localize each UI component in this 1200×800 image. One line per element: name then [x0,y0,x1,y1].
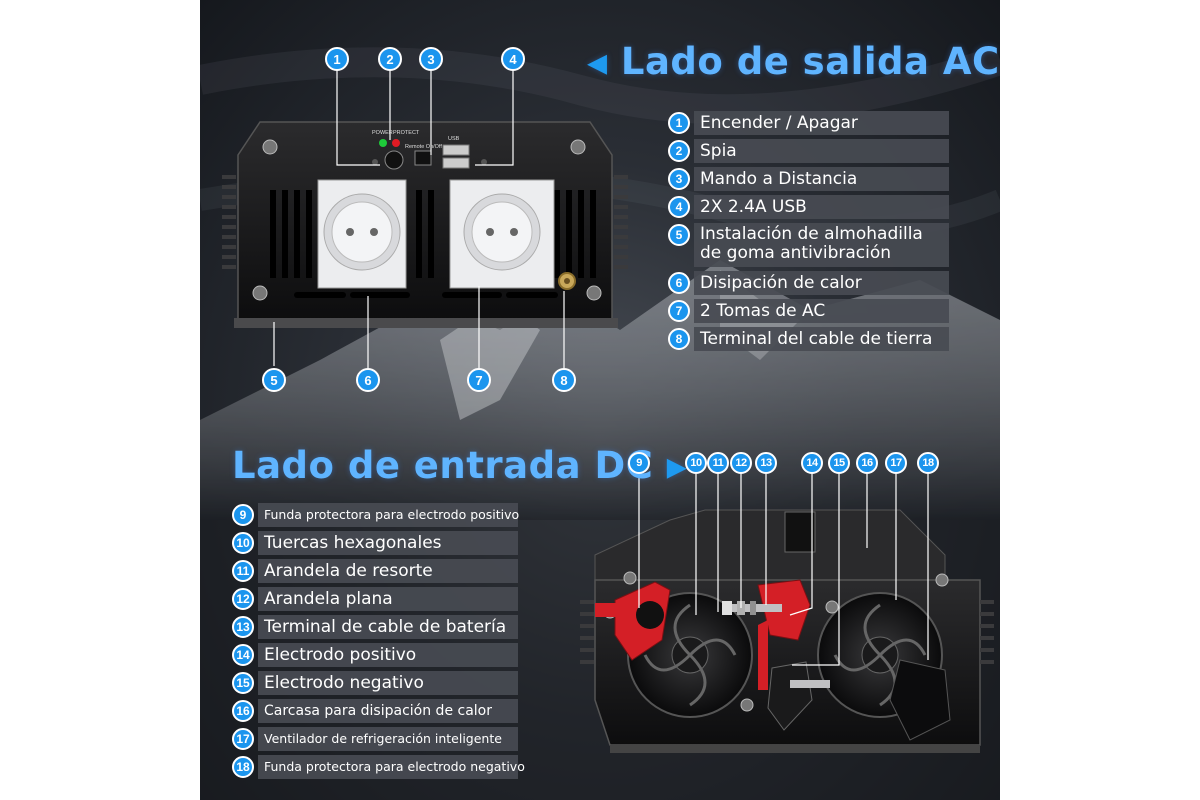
legend-label: 2 Tomas de AC [694,299,949,323]
ac-legend-item: 2 Spia [668,139,949,163]
callout-badge: 9 [628,452,650,474]
legend-label: Terminal de cable de batería [258,615,518,639]
legend-label: Arandela de resorte [258,559,518,583]
legend-number: 15 [232,672,254,694]
dc-legend-item: 11 Arandela de resorte [232,559,518,583]
callout-badge: 11 [707,452,729,474]
legend-label: Arandela plana [258,587,518,611]
dc-legend-item: 16 Carcasa para disipación de calor [232,699,518,723]
legend-number: 14 [232,644,254,666]
legend-number: 5 [668,224,690,246]
dc-legend-item: 18 Funda protectora para electrodo negat… [232,755,525,779]
legend-label: Disipación de calor [694,271,949,295]
legend-label: Electrodo negativo [258,671,518,695]
usb-port-label: USB [448,136,460,142]
legend-label: Tuercas hexagonales [258,531,518,555]
ac-legend-item: 8 Terminal del cable de tierra [668,327,949,351]
legend-number: 11 [232,560,254,582]
callout-badge: 3 [419,47,443,71]
protect-led-label: PROTECT [393,130,420,136]
callout-badge: 6 [356,368,380,392]
legend-number: 1 [668,112,690,134]
callout-badge: 18 [917,452,939,474]
dc-inverter-back [580,474,994,753]
legend-number: 10 [232,532,254,554]
legend-label: Funda protectora para electrodo positivo [258,503,519,527]
ac-legend-item: 3 Mando a Distancia [668,167,949,191]
dc-legend-item: 9 Funda protectora para electrodo positi… [232,503,519,527]
ac-legend-item: 5 Instalación de almohadilla de goma ant… [668,223,949,267]
callout-badge: 12 [730,452,752,474]
callout-badge: 8 [552,368,576,392]
callout-badge: 15 [828,452,850,474]
dc-legend-item: 14 Electrodo positivo [232,643,518,667]
legend-label: Encender / Apagar [694,111,949,135]
legend-label: Funda protectora para electrodo negativo [258,755,525,779]
callout-badge: 17 [885,452,907,474]
right-arrow-icon: ▶ [666,452,688,483]
callout-badge: 14 [801,452,823,474]
legend-number: 8 [668,328,690,350]
dc-legend-item: 12 Arandela plana [232,587,518,611]
legend-label: Carcasa para disipación de calor [258,699,518,723]
legend-number: 7 [668,300,690,322]
ac-legend-item: 1 Encender / Apagar [668,111,949,135]
device-panel-text: POWER PROTECT Remote On/Off USB [372,130,460,150]
legend-label: Instalación de almohadilla de goma antiv… [694,223,949,267]
legend-label: Ventilador de refrigeración inteligente [258,727,518,751]
ac-inverter-front [222,68,628,368]
callout-badge: 7 [467,368,491,392]
power-led-label: POWER [372,130,393,136]
legend-label: Electrodo positivo [258,643,518,667]
callout-badge: 13 [755,452,777,474]
legend-number: 9 [232,504,254,526]
legend-label: Spia [694,139,949,163]
callout-badge: 5 [262,368,286,392]
left-arrow-icon: ◀ [587,48,608,79]
callout-badge: 10 [685,452,707,474]
legend-number: 3 [668,168,690,190]
legend-number: 16 [232,700,254,722]
legend-label: 2X 2.4A USB [694,195,949,219]
product-infographic: POWER PROTECT Remote On/Off USB ◀ Lado d… [200,0,1000,800]
dc-input-title-text: Lado de entrada DC [232,444,654,487]
legend-label: Mando a Distancia [694,167,949,191]
dc-legend-item: 15 Electrodo negativo [232,671,518,695]
callout-badge: 2 [378,47,402,71]
ac-output-title-text: Lado de salida AC [620,40,1000,83]
dc-legend-item: 13 Terminal de cable de batería [232,615,518,639]
legend-number: 6 [668,272,690,294]
legend-number: 4 [668,196,690,218]
callout-badge: 1 [325,47,349,71]
remote-port-label: Remote On/Off [405,144,442,150]
callout-badge: 4 [501,47,525,71]
callout-badge: 16 [856,452,878,474]
legend-number: 2 [668,140,690,162]
dc-legend-item: 17 Ventilador de refrigeración inteligen… [232,727,518,751]
ac-legend-item: 6 Disipación de calor [668,271,949,295]
ac-legend-item: 4 2X 2.4A USB [668,195,949,219]
legend-label: Terminal del cable de tierra [694,327,949,351]
ac-output-title: ◀ Lado de salida AC [587,40,1000,83]
dc-legend-item: 10 Tuercas hexagonales [232,531,518,555]
legend-number: 18 [232,756,254,778]
ac-legend-item: 7 2 Tomas de AC [668,299,949,323]
dc-input-title: Lado de entrada DC ▶ [232,444,687,487]
legend-number: 17 [232,728,254,750]
legend-number: 13 [232,616,254,638]
legend-number: 12 [232,588,254,610]
